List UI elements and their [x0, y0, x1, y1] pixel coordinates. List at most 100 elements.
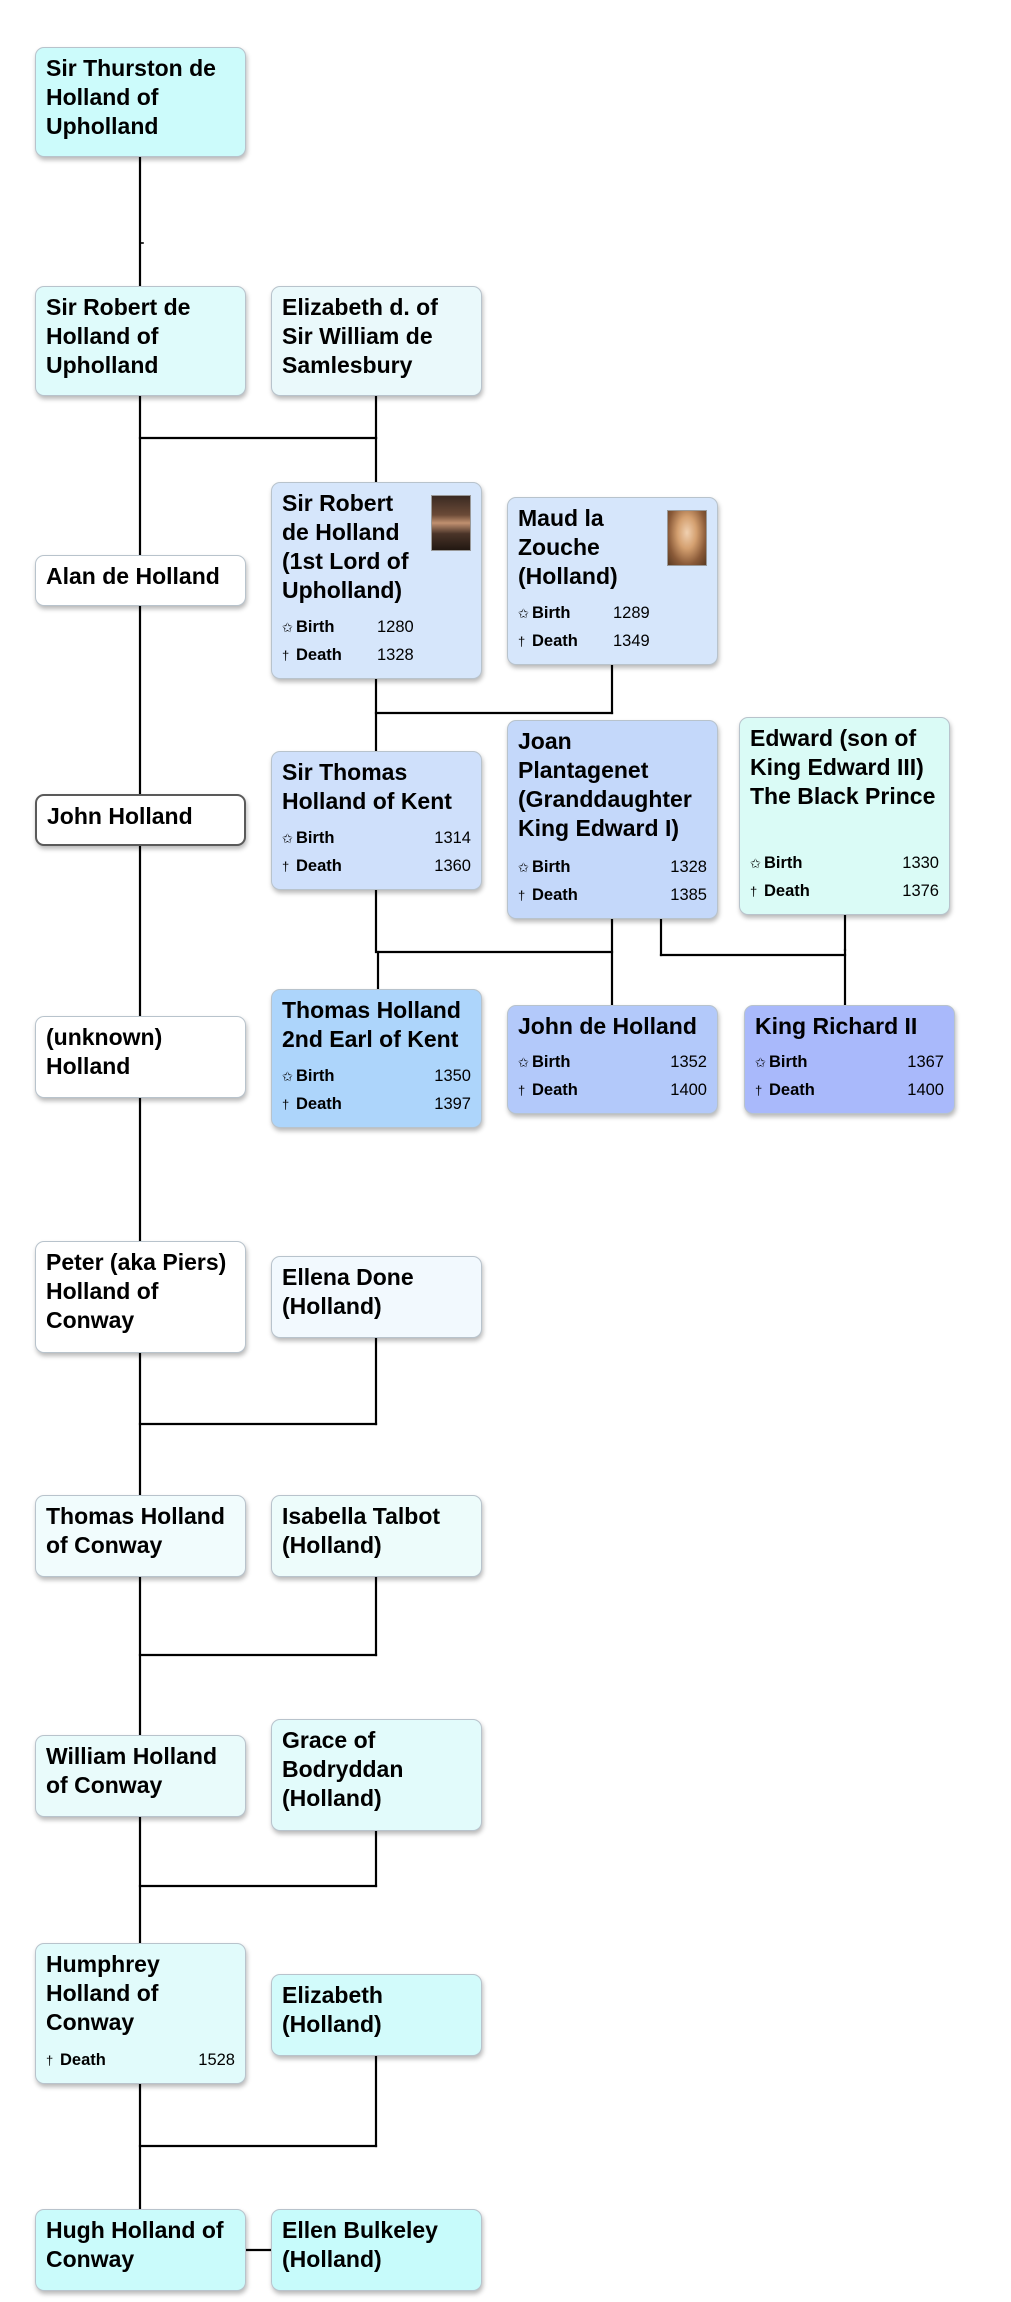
birth-fact: ✩Birth 1352: [518, 1048, 707, 1076]
death-fact: †Death 1376: [750, 877, 939, 905]
birth-year: 1350: [434, 1067, 471, 1085]
cross-icon: †: [518, 1083, 526, 1098]
cross-icon: †: [755, 1083, 763, 1098]
death-fact: †Death 1360: [282, 852, 471, 880]
death-year: 1385: [670, 886, 707, 904]
person-name: Ellen Bulkeley (Holland): [282, 2217, 438, 2272]
person-card-thomas-2nd-earl[interactable]: Thomas Holland 2nd Earl of Kent ✩Birth 1…: [271, 989, 482, 1128]
person-card-joan[interactable]: Joan Plantagenet (Granddaughter King Edw…: [507, 720, 718, 919]
birth-fact: ✩Birth 1280: [282, 613, 471, 641]
person-card-richard-ii[interactable]: King Richard II ✩Birth 1367 †Death 1400: [744, 1005, 955, 1114]
birth-fact: ✩Birth 1350: [282, 1062, 471, 1090]
person-name: Elizabeth d. of Sir William de Samlesbur…: [282, 294, 438, 378]
star-icon: ✩: [755, 1055, 766, 1070]
facts-list: ✩Birth 1289 †Death 1349: [518, 599, 707, 655]
person-name: Peter (aka Piers) Holland of Conway: [46, 1249, 227, 1333]
person-card-peter[interactable]: Peter (aka Piers) Holland of Conway: [35, 1241, 246, 1353]
death-year: 1360: [434, 857, 471, 875]
cross-icon: †: [282, 648, 290, 663]
star-icon: ✩: [282, 1069, 293, 1084]
cross-icon: †: [518, 888, 526, 903]
person-card-edward-black-prince[interactable]: Edward (son of King Edward III) The Blac…: [739, 717, 950, 915]
person-name: John Holland: [47, 803, 193, 829]
person-name: Sir Robert de Holland of Upholland: [46, 294, 191, 378]
death-fact: †Death 1400: [755, 1076, 944, 1104]
cross-icon: †: [46, 2053, 54, 2068]
death-fact: †Death 1349: [518, 627, 707, 655]
person-card-maud[interactable]: Maud la Zouche (Holland) ✩Birth 1289 †De…: [507, 497, 718, 665]
person-card-thurston[interactable]: Sir Thurston de Holland of Upholland: [35, 47, 246, 157]
death-year: 1528: [198, 2051, 235, 2069]
cross-icon: †: [518, 634, 526, 649]
person-name: Grace of Bodryddan (Holland): [282, 1727, 404, 1811]
death-fact: †Death 1400: [518, 1076, 707, 1104]
man-portrait-icon: [431, 495, 471, 551]
cross-icon: †: [282, 859, 290, 874]
birth-year: 1328: [670, 858, 707, 876]
person-card-john-de-holland[interactable]: John de Holland ✩Birth 1352 †Death 1400: [507, 1005, 718, 1114]
person-card-hugh[interactable]: Hugh Holland of Conway: [35, 2209, 246, 2291]
death-fact: †Death 1328: [282, 641, 471, 669]
facts-list: ✩Birth 1328 †Death 1385: [518, 853, 707, 909]
person-name: Edward (son of King Edward III) The Blac…: [750, 725, 936, 809]
birth-year: 1330: [902, 854, 939, 872]
person-name: Sir Thurston de Holland of Upholland: [46, 55, 216, 139]
birth-year: 1280: [377, 618, 414, 636]
birth-year: 1289: [613, 604, 650, 622]
person-card-thomas-conway[interactable]: Thomas Holland of Conway: [35, 1495, 246, 1577]
person-card-alan[interactable]: Alan de Holland: [35, 555, 246, 606]
person-card-thomas-kent[interactable]: Sir Thomas Holland of Kent ✩Birth 1314 †…: [271, 751, 482, 890]
facts-list: ✩Birth 1280 †Death 1328: [282, 613, 471, 669]
person-card-elizabeth-samlesbury[interactable]: Elizabeth d. of Sir William de Samlesbur…: [271, 286, 482, 396]
death-year: 1400: [670, 1081, 707, 1099]
person-name: (unknown) Holland: [46, 1024, 163, 1079]
death-fact: †Death 1528: [46, 2046, 235, 2074]
facts-list: ✩Birth 1352 †Death 1400: [518, 1048, 707, 1104]
person-name: King Richard II: [755, 1013, 918, 1039]
person-name: Joan Plantagenet (Granddaughter King Edw…: [518, 728, 692, 841]
person-card-ellen[interactable]: Ellen Bulkeley (Holland): [271, 2209, 482, 2291]
person-card-john-holland[interactable]: John Holland: [35, 794, 246, 846]
birth-fact: ✩Birth 1330: [750, 849, 939, 877]
person-card-robert-1st-lord[interactable]: Sir Robert de Holland (1st Lord of Uphol…: [271, 482, 482, 679]
birth-year: 1314: [434, 829, 471, 847]
death-fact: †Death 1397: [282, 1090, 471, 1118]
person-card-william[interactable]: William Holland of Conway: [35, 1735, 246, 1817]
person-card-robert-upholland[interactable]: Sir Robert de Holland of Upholland: [35, 286, 246, 396]
death-year: 1397: [434, 1095, 471, 1113]
person-card-humphrey[interactable]: Humphrey Holland of Conway †Death 1528: [35, 1943, 246, 2084]
person-name: Humphrey Holland of Conway: [46, 1951, 160, 2035]
birth-fact: ✩Birth 1367: [755, 1048, 944, 1076]
cross-icon: †: [282, 1097, 290, 1112]
birth-year: 1352: [670, 1053, 707, 1071]
person-name: Sir Thomas Holland of Kent: [282, 759, 452, 814]
star-icon: ✩: [750, 856, 761, 871]
facts-list: ✩Birth 1350 †Death 1397: [282, 1062, 471, 1118]
facts-list: ✩Birth 1314 †Death 1360: [282, 824, 471, 880]
person-card-grace[interactable]: Grace of Bodryddan (Holland): [271, 1719, 482, 1831]
death-fact: †Death 1385: [518, 881, 707, 909]
person-name: Maud la Zouche (Holland): [518, 505, 618, 589]
facts-list: ✩Birth 1367 †Death 1400: [755, 1048, 944, 1104]
person-name: Thomas Holland 2nd Earl of Kent: [282, 997, 461, 1052]
birth-fact: ✩Birth 1328: [518, 853, 707, 881]
person-name: Isabella Talbot (Holland): [282, 1503, 441, 1558]
person-name: Ellena Done (Holland): [282, 1264, 414, 1319]
death-year: 1328: [377, 646, 414, 664]
person-card-elizabeth-holland[interactable]: Elizabeth (Holland): [271, 1974, 482, 2056]
person-card-isabella[interactable]: Isabella Talbot (Holland): [271, 1495, 482, 1577]
facts-list: †Death 1528: [46, 2046, 235, 2074]
person-name: William Holland of Conway: [46, 1743, 218, 1798]
star-icon: ✩: [518, 606, 529, 621]
birth-fact: ✩Birth 1314: [282, 824, 471, 852]
person-card-unknown-holland[interactable]: (unknown) Holland: [35, 1016, 246, 1098]
cross-icon: †: [750, 884, 758, 899]
person-name: John de Holland: [518, 1013, 697, 1039]
person-card-ellena[interactable]: Ellena Done (Holland): [271, 1256, 482, 1338]
person-name: Hugh Holland of Conway: [46, 2217, 224, 2272]
death-year: 1376: [902, 882, 939, 900]
star-icon: ✩: [282, 620, 293, 635]
star-icon: ✩: [518, 1055, 529, 1070]
person-name: Elizabeth (Holland): [282, 1982, 383, 2037]
death-year: 1400: [907, 1081, 944, 1099]
